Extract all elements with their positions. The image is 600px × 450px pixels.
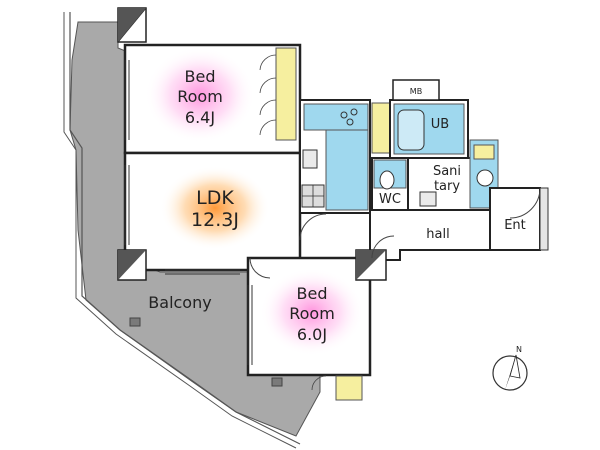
kitchen-counter (325, 129, 369, 211)
toilet-icon (379, 170, 395, 190)
bedroom-1-label-line1: Bed (185, 67, 216, 86)
stove-icon (340, 108, 358, 126)
windows (124, 60, 253, 365)
bedroom-1-highlight (145, 47, 255, 143)
shoe-cabinet (539, 187, 549, 251)
compass-label: N (516, 345, 522, 354)
bedroom-1-size: 6.4J (185, 108, 215, 127)
unit-bath-label: UB (431, 117, 449, 132)
sink-icon (302, 149, 318, 169)
hall-label: hall (426, 227, 449, 242)
ldk-label: LDK (196, 187, 234, 209)
kitchen-counter-top (303, 103, 369, 131)
bedroom-2-size: 6.0J (297, 325, 327, 344)
bedroom-1-closet (275, 47, 297, 141)
ldk-highlight (160, 166, 270, 250)
bedroom-2-label-line1: Bed (297, 284, 328, 303)
sanitary-label-line1: Sani (433, 164, 461, 179)
column-top-fill (118, 8, 146, 42)
entrance-label: Ent (504, 218, 526, 233)
washbasin-icon (476, 169, 494, 187)
door-swings (249, 213, 395, 279)
ldk-size: 12.3J (191, 209, 239, 231)
bathtub-icon (397, 109, 425, 151)
linen-closet (371, 102, 391, 154)
balcony-railing-outer (63, 12, 297, 449)
bedroom-1-label-line2: Room (177, 87, 223, 106)
balcony-label: Balcony (148, 293, 211, 312)
wc-label: WC (379, 192, 401, 207)
compass-icon (492, 354, 528, 391)
bedroom-2-closet (335, 375, 363, 401)
meter-box (392, 79, 440, 101)
balcony-railing (69, 12, 301, 445)
sanitary-label-line2: tary (434, 179, 460, 194)
balcony-planters (129, 317, 283, 387)
bedroom-1-closet-doors (259, 54, 277, 136)
meter-box-label: MB (410, 87, 422, 96)
bedroom-2-label-line2: Room (289, 304, 335, 323)
washer-icon (419, 191, 437, 207)
bedroom-2-highlight (260, 268, 364, 356)
entrance (489, 187, 541, 251)
